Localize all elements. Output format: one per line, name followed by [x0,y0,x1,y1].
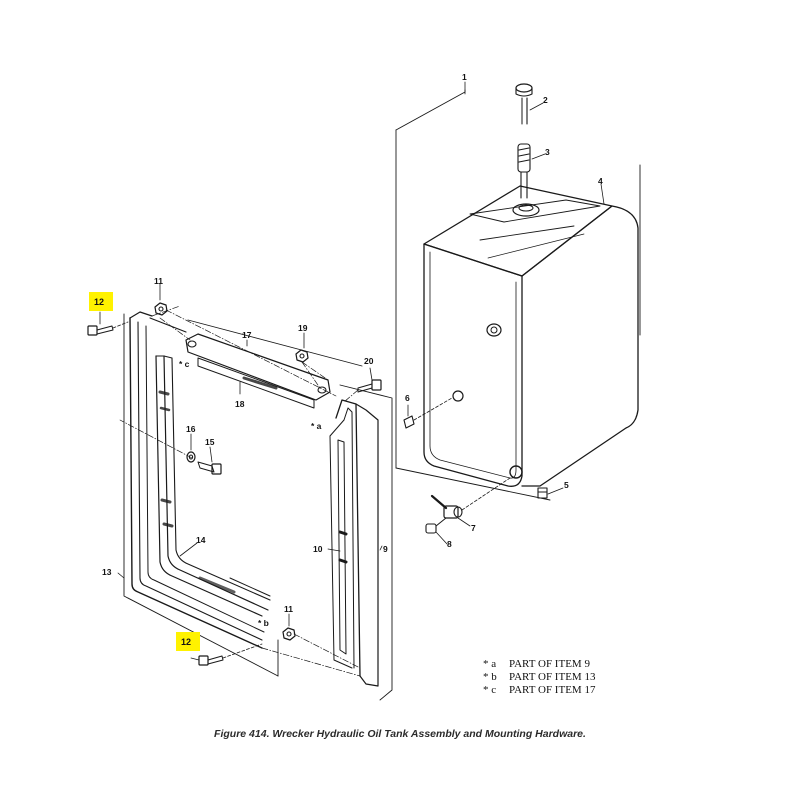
frame-group-outline [123,313,393,701]
figure-caption: Figure 414. Wrecker Hydraulic Oil Tank A… [214,728,586,740]
screw-mid [197,461,222,475]
highlight-callout-12-top [89,292,113,311]
callout-11-bottom: 11 [284,604,293,614]
drain-valve [430,477,511,519]
nut-bottom [282,627,296,641]
callout-4: 4 [598,176,603,186]
elbow-fitting [403,397,453,429]
callout-16: 16 [186,424,196,434]
callout-15: 15 [205,437,215,447]
filler-cap [515,83,533,125]
legend-text-b: PART OF ITEM 13 [509,671,596,683]
callout-5: 5 [564,480,569,490]
callout-12-bottom: 12 [181,637,191,647]
callout-20: 20 [364,356,374,366]
highlight-callout-12-bottom [176,632,200,651]
callout-2: 2 [543,95,548,105]
legend-marker-c: * c [483,684,496,696]
callout-1: 1 [462,72,467,82]
callout-3: 3 [545,147,550,157]
reference-a: * a [311,421,322,431]
callout-9: 9 [383,544,388,554]
reference-b: * b [258,618,269,628]
callout-8: 8 [447,539,452,549]
screw-bottom [198,643,263,666]
alignment-lines [119,305,361,677]
callout-labels: 1 2 3 4 5 6 7 8 9 10 11 11 12 12 13 14 1… [94,72,603,647]
callout-14: 14 [196,535,206,545]
nut-19 [295,349,309,363]
filler-strainer [517,143,531,199]
legend-text-c: PART OF ITEM 17 [509,684,596,696]
callout-18: 18 [235,399,245,409]
nut-top [154,302,168,316]
callout-6: 6 [405,393,410,403]
screw-top [87,321,129,336]
callout-13: 13 [102,567,112,577]
top-bracket [185,333,331,409]
reference-c: * c [179,359,190,369]
legend-marker-a: * a [483,658,496,670]
callout-12-top: 12 [94,297,104,307]
legend-text-a: PART OF ITEM 9 [509,658,590,670]
mounting-frame [129,311,379,687]
washer [186,451,196,463]
leader-lines [99,81,605,661]
legend-marker-b: * b [483,671,497,683]
callout-11-top: 11 [154,276,163,286]
callout-7: 7 [471,523,476,533]
drain-plug [537,487,548,499]
callout-10: 10 [313,544,323,554]
seal-strip [155,355,271,617]
callout-19: 19 [298,323,308,333]
post-seal [337,439,348,655]
valve-elbow [425,517,447,534]
legend: * a PART OF ITEM 9 * b PART OF ITEM 13 *… [483,658,596,696]
hydraulic-oil-tank [423,185,639,487]
callout-17: 17 [242,330,252,340]
